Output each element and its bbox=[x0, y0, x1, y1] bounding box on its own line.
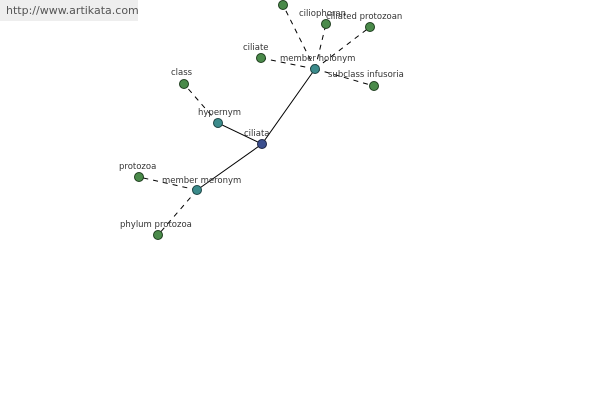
edge-hypernym-class bbox=[183, 83, 219, 124]
label-protozoa: protozoa bbox=[119, 162, 156, 172]
node-class[interactable] bbox=[179, 79, 189, 89]
node-ciliophoran[interactable] bbox=[278, 0, 288, 10]
node-ciliate[interactable] bbox=[256, 53, 266, 63]
label-phylum-protozoa: phylum protozoa bbox=[120, 220, 192, 230]
node-ciliata[interactable] bbox=[257, 139, 267, 149]
edge-center-member-holonym bbox=[261, 68, 316, 145]
edge-center-member-meronym bbox=[196, 143, 263, 191]
label-class: class bbox=[171, 68, 193, 78]
label-hypernym: hypernym bbox=[198, 108, 241, 118]
node-ciliated-protozoan[interactable] bbox=[321, 19, 331, 29]
edge-holonym-unlabeled bbox=[314, 26, 371, 70]
node-member-meronym[interactable] bbox=[192, 185, 202, 195]
edge-holonym-ciliated-protozoan bbox=[314, 23, 327, 70]
node-protozoa[interactable] bbox=[134, 172, 144, 182]
label-ciliated-protozoan: ciliated protozoan bbox=[326, 12, 402, 22]
label-member-meronym: member meronym bbox=[162, 176, 241, 186]
edge-holonym-subclass-infusoria bbox=[314, 68, 375, 87]
label-ciliophoran: ciliophoran bbox=[299, 9, 346, 19]
label-member-holonym: member holonym bbox=[280, 54, 355, 64]
node-unlabeled[interactable] bbox=[365, 22, 375, 32]
edge-holonym-ciliophoran bbox=[282, 4, 316, 70]
label-ciliate: ciliate bbox=[243, 43, 269, 53]
label-ciliata: ciliata bbox=[244, 129, 270, 139]
label-subclass-infusoria: subclass infusoria bbox=[328, 70, 404, 80]
node-hypernym[interactable] bbox=[213, 118, 223, 128]
source-url-banner[interactable]: http://www.artikata.com bbox=[0, 0, 139, 21]
node-member-holonym[interactable] bbox=[310, 64, 320, 74]
node-phylum-protozoa[interactable] bbox=[153, 230, 163, 240]
edge-center-hypernym bbox=[217, 122, 263, 145]
node-subclass-infusoria[interactable] bbox=[369, 81, 379, 91]
